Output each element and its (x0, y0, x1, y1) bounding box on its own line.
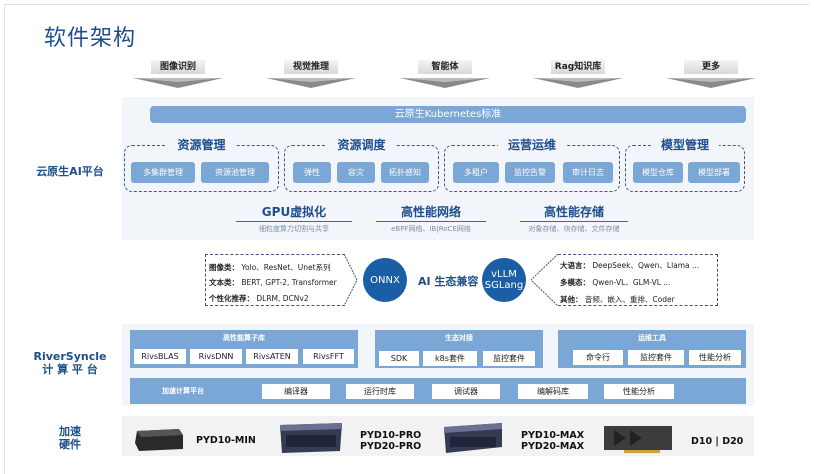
rack-server-max-image (444, 423, 502, 453)
chip: 资源池管理 (201, 162, 269, 183)
chip: 运行时库 (346, 384, 414, 399)
down-arrow-icon (666, 78, 756, 88)
layer-label-cloud: 云原生AI平台 (36, 165, 104, 178)
hardware-d10-d20: D10 | D20 (691, 436, 744, 447)
block-operator-library: 高性能算子库 RivsBLAS RivsDNN RivsATEN RivsFFT (130, 330, 358, 368)
chip: 监控套件 (628, 350, 684, 365)
chip: 调试器 (432, 384, 500, 399)
ecosystem-right-point (531, 254, 559, 307)
rack-server-pro-image (280, 423, 342, 453)
app-more: 更多 (666, 60, 756, 90)
block-accelerated-platform: 加速计算平台 编译器 运行时库 调试器 编解码库 性能分析 (130, 378, 746, 404)
chip: 容灾 (337, 162, 375, 183)
ecosystem-left-box: 图像类： Yolo、ResNet、Unet系列 文本类： BERT, GPT-2… (205, 254, 345, 306)
group-operations: 运营运维 多租户 监控告警 审计日志 (444, 138, 620, 192)
app-agent: 智能体 (400, 60, 490, 90)
accelerator-card-image (604, 426, 672, 453)
group-resource-scheduling: 资源调度 弹性 容灾 拓扑感知 (284, 138, 439, 192)
chip: 模型部署 (688, 162, 740, 183)
block-ops-tools: 运维工具 命令行 监控套件 性能分析 (558, 330, 746, 368)
down-arrow-icon (400, 78, 490, 88)
chip: 性能分析 (689, 350, 741, 365)
chip: 拓扑感知 (381, 162, 429, 183)
chip: 审计日志 (563, 162, 613, 183)
chip: 模型仓库 (633, 162, 683, 183)
slide-frame (4, 4, 810, 474)
down-arrow-icon (533, 78, 623, 88)
capability-high-perf-storage: 高性能存储对象存储、块存储、文件存储 (520, 203, 628, 234)
layer-label-hardware: 加速硬件 (59, 425, 81, 451)
kubernetes-bar: 云原生Kubernetes标准 (150, 106, 746, 123)
ecosystem-left-point (344, 254, 358, 307)
chip: 编解码库 (518, 384, 588, 399)
ecosystem-title: AI 生态兼容 (418, 275, 479, 288)
block-ecosystem-integration: 生态对接 SDK k8s套件 监控套件 (375, 330, 543, 368)
chip: 性能分析 (604, 384, 674, 399)
onnx-circle: ONNX (363, 258, 407, 302)
group-resource-management: 资源管理 多集群管理 资源池管理 (124, 138, 279, 192)
chip: 多集群管理 (131, 162, 195, 183)
group-model-management: 模型管理 模型仓库 模型部署 (625, 138, 745, 192)
chip: 弹性 (293, 162, 331, 183)
hardware-pyd10-min: PYD10-MIN (196, 435, 256, 446)
down-arrow-icon (133, 78, 223, 88)
chip: 命令行 (573, 350, 623, 365)
page-title: 软件架构 (44, 26, 137, 51)
chip: RivsDNN (190, 349, 242, 364)
app-rag: Rag知识库 (533, 60, 623, 90)
app-image-recognition: 图像识别 (133, 60, 223, 90)
chip: SDK (379, 351, 419, 366)
ecosystem-right-box: 大语言： DeepSeek、Qwen、Llama ... 多模态： Qwen-V… (558, 254, 718, 306)
chip: RivsBLAS (134, 349, 186, 364)
chip: RivsFFT (303, 349, 354, 364)
chip: 多租户 (453, 162, 499, 183)
down-arrow-icon (266, 78, 356, 88)
capability-gpu-virtualization: GPU虚拟化细粒度算力切割与共享 (236, 203, 352, 234)
app-visual-reasoning: 视觉推理 (266, 60, 356, 90)
chip: k8s套件 (423, 351, 477, 366)
chip: 编译器 (262, 384, 330, 399)
chip: 监控套件 (483, 351, 535, 366)
chip: RivsATEN (246, 349, 298, 364)
mini-server-image (135, 429, 183, 451)
chip: 监控告警 (505, 162, 555, 183)
